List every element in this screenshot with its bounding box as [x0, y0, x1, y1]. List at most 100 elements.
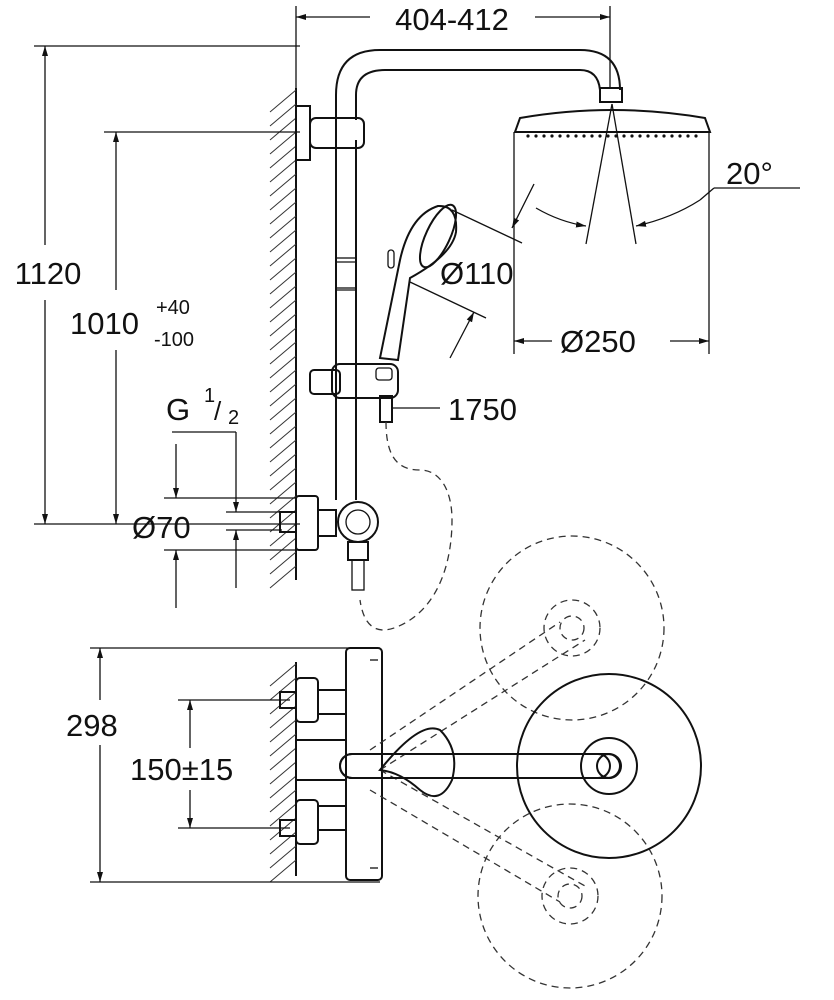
- nozzle: [630, 134, 634, 138]
- nozzle: [526, 134, 530, 138]
- nozzle: [606, 134, 610, 138]
- hatch-line: [269, 425, 297, 449]
- depth-label: 298: [66, 708, 118, 743]
- nozzle: [662, 134, 666, 138]
- hatch-line: [269, 747, 297, 771]
- nozzle: [566, 134, 570, 138]
- dim-thread: G 1 / 2: [166, 385, 282, 588]
- dim-hand-shower: Ø110: [409, 183, 535, 359]
- hatch-line: [269, 761, 297, 785]
- dim-angle: 20°: [535, 103, 800, 245]
- hatch-line: [269, 341, 297, 365]
- hatch-line: [269, 355, 297, 379]
- hatch-line: [269, 775, 297, 799]
- hatch-line: [269, 397, 297, 421]
- hatch-line: [269, 495, 297, 519]
- rail-height-label: 1010: [70, 306, 139, 341]
- hatch-line: [269, 845, 297, 869]
- total-height-label: 1120: [15, 256, 82, 291]
- hatch-line: [269, 817, 297, 841]
- hatch-line: [269, 411, 297, 435]
- hatch-line: [269, 243, 297, 267]
- riser-rail: [335, 49, 621, 500]
- dim-total-height: 1120: [15, 45, 300, 525]
- angle-label: 20°: [726, 156, 773, 191]
- hatch-line: [269, 453, 297, 477]
- hatch-line: [269, 159, 297, 183]
- side-view: 404-412 1120 1010 +40 -100 G 1 / 2: [15, 2, 800, 631]
- nozzle: [654, 134, 658, 138]
- hatch-line: [269, 439, 297, 463]
- thread-slash: /: [214, 396, 222, 426]
- dim-hose: 1750: [392, 392, 517, 427]
- nozzle: [670, 134, 674, 138]
- dim-escutcheon: Ø70: [132, 444, 296, 608]
- slider-holder: [309, 363, 399, 423]
- hatch-line: [269, 803, 297, 827]
- nozzle: [678, 134, 682, 138]
- hand-shower-label: Ø110: [440, 256, 514, 291]
- hatch-line: [269, 89, 297, 113]
- nozzle: [558, 134, 562, 138]
- hatch-line: [269, 187, 297, 211]
- hatch-line: [269, 551, 297, 575]
- hatch-line: [269, 509, 297, 533]
- hatch-line: [269, 117, 297, 141]
- hatch-line: [269, 299, 297, 323]
- nozzle: [590, 134, 594, 138]
- thread-denominator: 2: [228, 407, 239, 429]
- hatch-line: [269, 369, 297, 393]
- thermostat-side: [279, 495, 379, 591]
- nozzle: [598, 134, 602, 138]
- top-view: 298 150±15: [66, 535, 702, 989]
- hatch-line: [269, 327, 297, 351]
- hatch-line: [269, 201, 297, 225]
- nozzle: [686, 134, 690, 138]
- nozzle: [574, 134, 578, 138]
- dim-depth: 298: [66, 647, 380, 883]
- hatch-line: [269, 691, 297, 715]
- hatch-line: [269, 285, 297, 309]
- hose-length-label: 1750: [448, 392, 517, 427]
- thread-numerator: 1: [204, 385, 215, 407]
- arm-reach-label: 404-412: [395, 2, 509, 37]
- nozzle: [550, 134, 554, 138]
- hatch-line: [269, 383, 297, 407]
- hatch-line: [269, 537, 297, 561]
- hatch-line: [269, 103, 297, 127]
- hatch-line: [269, 733, 297, 757]
- head-shower-label: Ø250: [560, 324, 636, 359]
- nozzle: [694, 134, 698, 138]
- hatch-line: [269, 565, 297, 589]
- nozzle: [534, 134, 538, 138]
- hatch-line: [269, 719, 297, 743]
- hatch-line: [269, 677, 297, 701]
- rail-height-sub: -100: [154, 329, 194, 351]
- hand-shower: [378, 203, 458, 362]
- wall-hatching-top: [269, 662, 297, 883]
- hatch-line: [269, 257, 297, 281]
- nozzle: [582, 134, 586, 138]
- hatch-line: [269, 173, 297, 197]
- shower-hose: [359, 421, 453, 631]
- hatch-line: [269, 859, 297, 883]
- rail-height-sup: +40: [156, 297, 190, 319]
- hatch-line: [269, 215, 297, 239]
- hatch-line: [269, 313, 297, 337]
- hatch-line: [269, 663, 297, 687]
- hatch-line: [269, 229, 297, 253]
- nozzle: [622, 134, 626, 138]
- hatch-line: [269, 467, 297, 491]
- wall-bracket: [295, 105, 365, 161]
- escutcheon-label: Ø70: [132, 510, 191, 545]
- hand-shower-top: [378, 727, 456, 798]
- centers-label: 150±15: [130, 752, 233, 787]
- nozzle: [542, 134, 546, 138]
- dim-rail-height: 1010 +40 -100: [70, 131, 300, 524]
- nozzle: [646, 134, 650, 138]
- arm-rotation-range: [369, 535, 665, 989]
- dim-head-shower: Ø250: [513, 132, 710, 359]
- head-shower: [513, 87, 712, 138]
- hatch-line: [269, 145, 297, 169]
